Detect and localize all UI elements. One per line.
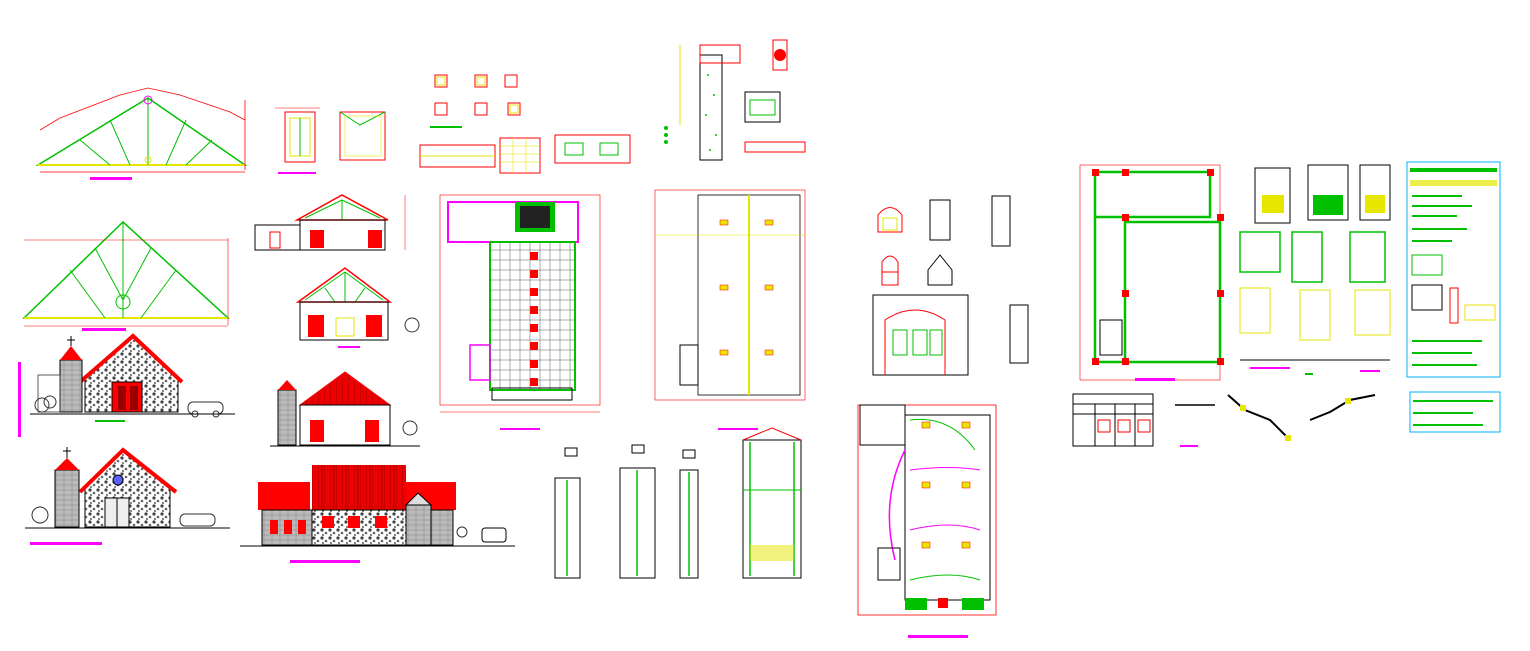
staircase-sections: [1175, 394, 1376, 447]
foundation-details: [1239, 164, 1391, 375]
roof-truss-drawing-1: [35, 87, 248, 180]
window-details: [275, 107, 386, 174]
foundation-plan: [1079, 164, 1224, 381]
lateral-elevation: [240, 465, 515, 563]
beam-developments: [554, 427, 802, 579]
specifications-table: [1406, 161, 1501, 378]
floor-plan: [439, 194, 601, 430]
roof-truss-drawing-2: [22, 220, 230, 331]
roof-plan: [654, 189, 806, 430]
section-b: [295, 267, 420, 348]
column-section-details: [419, 74, 631, 174]
cross-sections: [254, 194, 420, 447]
chapel-front-elevation-2: [25, 447, 230, 545]
wall-section-detail: [664, 39, 806, 161]
column-schedule-table: [1072, 391, 1501, 447]
door-window-details: [872, 195, 1029, 376]
chapel-front-elevation-1: [30, 333, 235, 422]
section-c: [270, 371, 420, 447]
section-a: [254, 194, 406, 251]
electrical-plan: [857, 404, 997, 638]
